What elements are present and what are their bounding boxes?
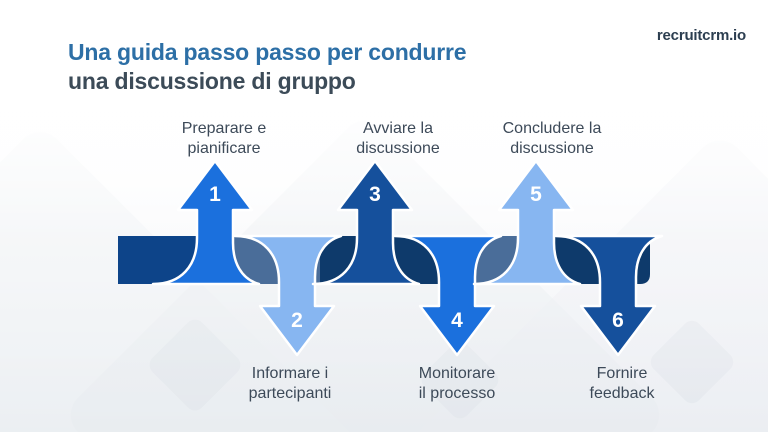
arrow-step-6-down [554,234,664,357]
step-1-label: Preparare e pianificare [124,119,324,159]
step-3-label: Avviare la discussione [298,119,498,159]
arrow-step-2-down [233,234,343,357]
step-6-label-line2: feedback [589,385,655,402]
arrow-step-4-down [393,234,503,357]
step-3-label-line1: Avviare la [363,120,433,137]
arrow-step-3-up [311,159,421,286]
step-3-label-line2: discussione [356,140,440,157]
arrow-step-1-up [151,159,261,286]
page-title-line2: una discussione di gruppo [68,68,356,94]
step-4-label: Monitorare il processo [357,364,557,404]
step-6-number: 6 [612,309,624,332]
brand-logo: recruitcrm.io [656,27,746,44]
step-5-label: Concludere la discussione [452,119,652,159]
step-2-label-line1: Informare i [251,365,329,382]
step-1-number: 1 [209,183,221,206]
page-title-line1: Una guida passo passo per condurre [68,39,467,65]
step-5-label-line1: Concludere la [502,120,602,137]
step-5-number: 5 [530,183,542,206]
step-2-label-line2: partecipanti [248,385,332,402]
step-1-label-line1: Preparare e [181,120,267,137]
step-3-number: 3 [369,183,381,206]
step-5-label-line2: discussione [510,140,594,157]
step-2-number: 2 [291,309,303,332]
step-4-label-line1: Monitorare [418,365,496,382]
step-6-label: Fornire feedback [522,364,722,404]
step-4-number: 4 [451,309,463,332]
step-2-label: Informare i partecipanti [190,364,390,404]
step-4-label-line2: il processo [418,385,496,402]
step-1-label-line2: pianificare [187,140,261,157]
step-6-label-line1: Fornire [596,365,648,382]
page-title: Una guida passo passo per condurre una d… [68,38,467,96]
arrow-step-5-up [472,159,582,286]
